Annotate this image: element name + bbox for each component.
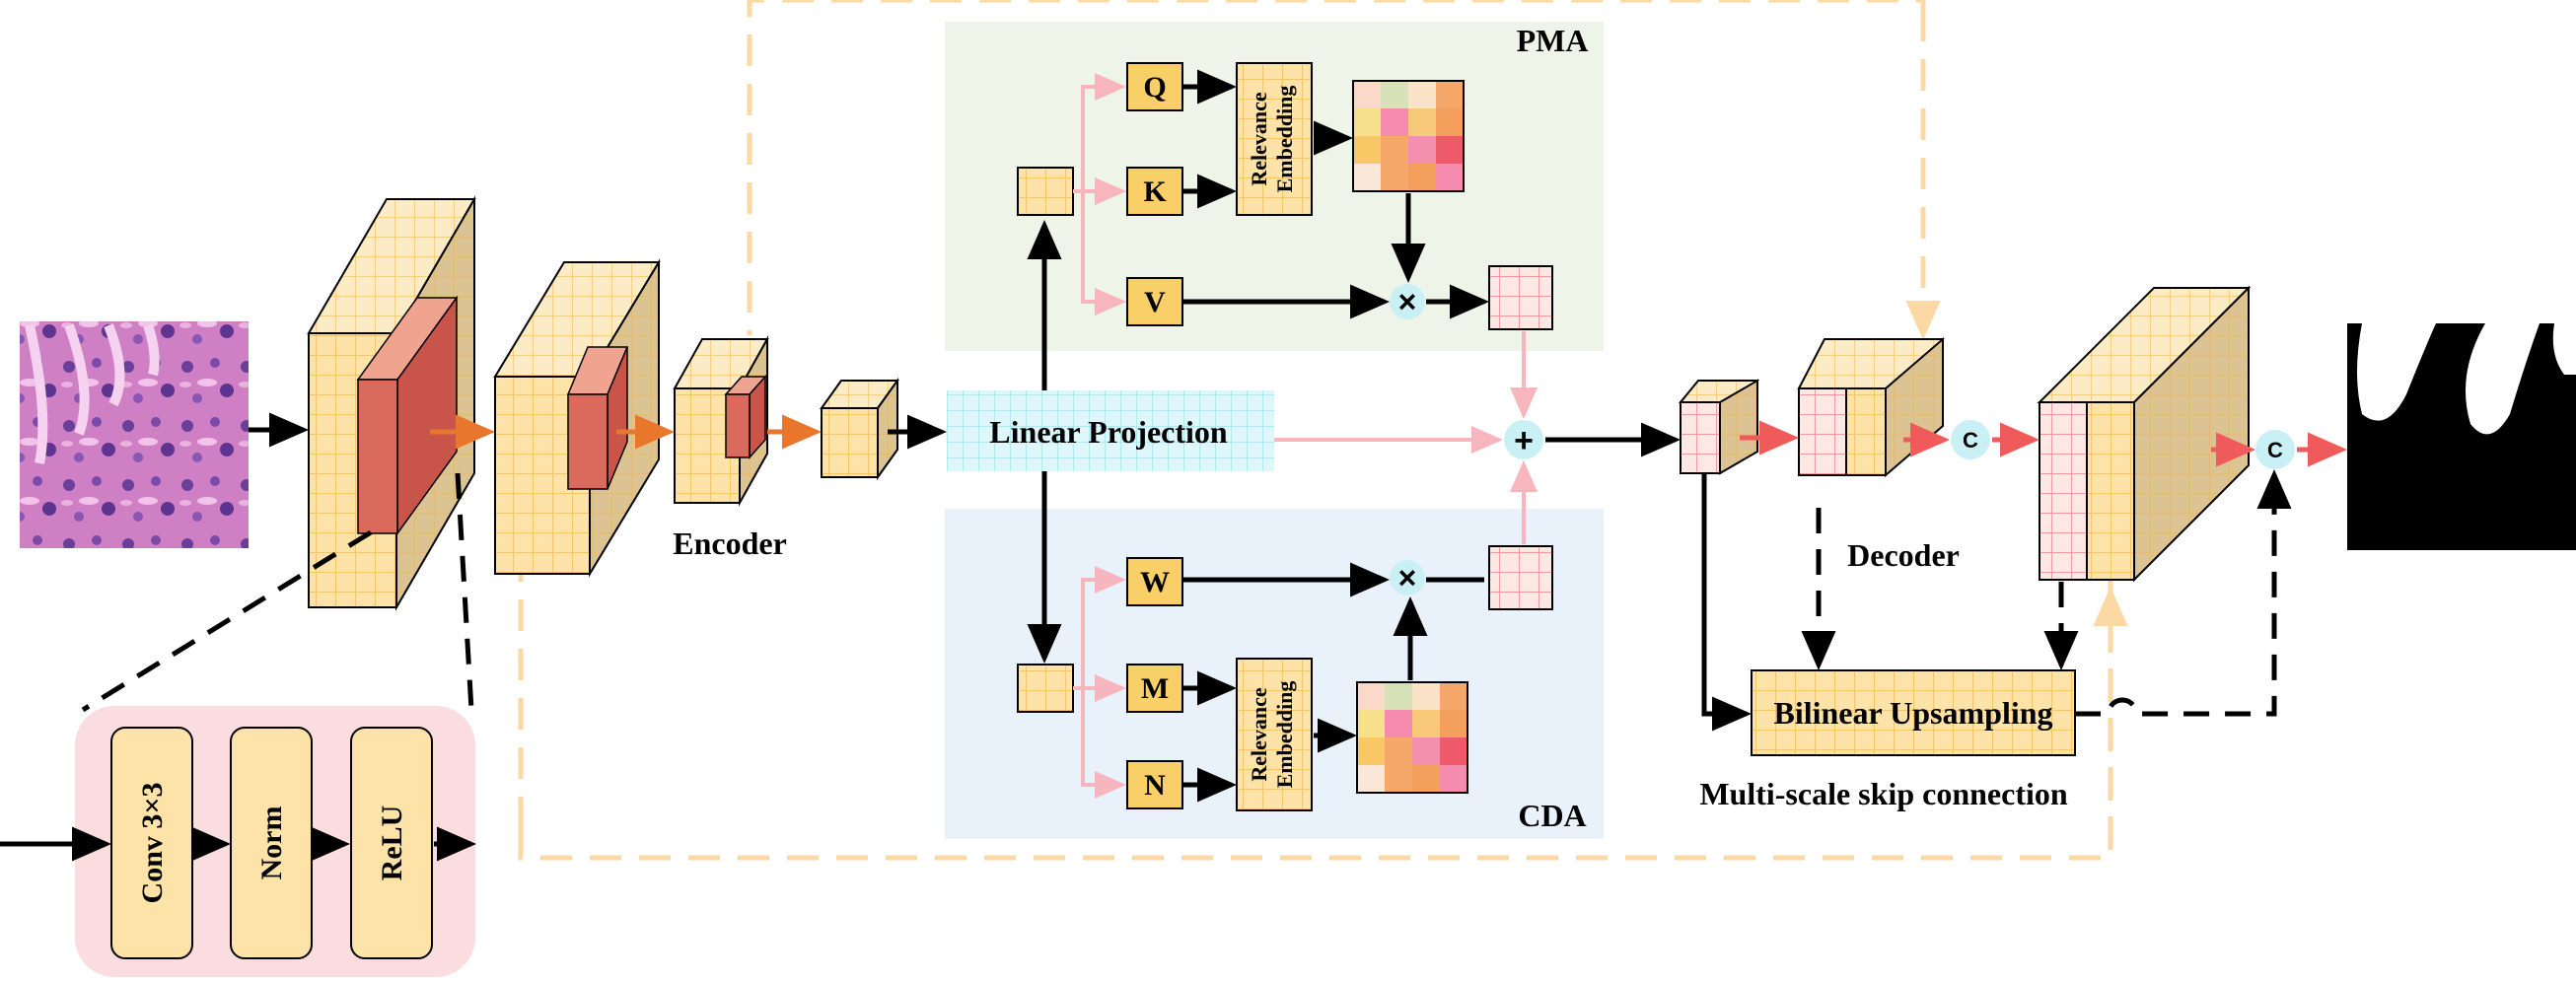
skip-dashed-arrows xyxy=(1801,469,2292,717)
decoder-red-arrows xyxy=(1740,420,2347,467)
pma-multiply-node xyxy=(1390,284,1425,319)
linear-projection-block xyxy=(947,390,1274,471)
mask-white-regions xyxy=(2357,323,2576,435)
decoder-label: Decoder xyxy=(1847,537,1960,573)
token-q-label: Q xyxy=(1143,71,1166,104)
pma-relevance-label: Relevance xyxy=(1247,92,1271,186)
main-labels: Encoder Decoder Linear Projection PMA CD… xyxy=(673,23,2068,833)
skip-connection-label: Multi-scale skip connection xyxy=(1699,776,2068,811)
token-boxes xyxy=(1126,62,1183,809)
token-v-label: V xyxy=(1144,286,1166,318)
token-m-box xyxy=(1126,664,1183,713)
relevance-embedding-labels: Relevance Embedding Relevance Embedding xyxy=(1247,86,1297,789)
concat-node-2 xyxy=(2255,430,2295,469)
encoder-label: Encoder xyxy=(673,526,787,561)
linear-projection-label: Linear Projection xyxy=(989,414,1228,450)
main-arrows xyxy=(249,69,1752,803)
encoder-block-1 xyxy=(307,195,476,611)
token-w-box xyxy=(1126,557,1183,606)
token-v-box xyxy=(1126,277,1183,326)
norm-layer-label: Norm xyxy=(255,806,288,880)
decoder-cube-large xyxy=(2037,285,2252,583)
operation-symbols: × × + C C xyxy=(1398,284,2283,596)
token-letters: Q K V W M N xyxy=(1140,71,1170,802)
attention-map-cda xyxy=(1356,681,1468,794)
token-q-box xyxy=(1126,62,1183,111)
decoder-cube-medium xyxy=(1797,336,1945,478)
attention-map-pma xyxy=(1352,80,1465,192)
cda-multiply-node xyxy=(1390,560,1425,596)
concat-node-1 xyxy=(1951,420,1990,459)
pma-token-square xyxy=(1017,167,1074,216)
relu-layer-box xyxy=(350,727,433,959)
concat-symbol-1: C xyxy=(1963,428,1978,453)
tissue-crypts xyxy=(25,323,160,464)
bilinear-upsampling-block xyxy=(1751,669,2076,756)
add-node xyxy=(1504,420,1543,459)
pma-output-square xyxy=(1488,265,1553,330)
token-k-box xyxy=(1126,167,1183,216)
cda-relevance-label: Relevance xyxy=(1247,687,1271,782)
token-n-label: N xyxy=(1144,769,1166,802)
cda-embedding-label: Embedding xyxy=(1272,681,1297,789)
tissue-image-icon xyxy=(20,321,249,548)
pma-multiply-symbol: × xyxy=(1398,284,1417,319)
concat-symbol-2: C xyxy=(2267,438,2283,462)
cda-output-square xyxy=(1488,545,1553,610)
encoder-detail-dashes xyxy=(81,472,474,713)
encoder-block-2 xyxy=(493,258,661,578)
bilinear-upsampling-label: Bilinear Upsampling xyxy=(1773,695,2052,731)
token-k-label: K xyxy=(1143,175,1167,208)
cda-multiply-symbol: × xyxy=(1398,560,1417,596)
token-w-label: W xyxy=(1140,566,1170,598)
token-n-box xyxy=(1126,760,1183,809)
add-symbol: + xyxy=(1514,422,1534,459)
pink-arrows xyxy=(1073,73,1538,799)
conv-layer-labels: Conv 3×3 Norm ReLU xyxy=(136,783,408,904)
pma-label: PMA xyxy=(1517,23,1589,58)
relevance-embedding-box-pma xyxy=(1236,62,1313,216)
relu-layer-label: ReLU xyxy=(376,806,408,881)
cda-label: CDA xyxy=(1518,798,1586,833)
encoder-block-3 xyxy=(673,335,769,507)
token-m-label: M xyxy=(1141,672,1169,705)
cda-token-square xyxy=(1017,664,1074,713)
decoder-cube-small xyxy=(1678,379,1760,475)
conv-layer-label: Conv 3×3 xyxy=(136,783,169,904)
pma-embedding-label: Embedding xyxy=(1272,86,1297,193)
encoder-block-4 xyxy=(820,377,899,481)
relevance-embedding-box-cda xyxy=(1236,658,1313,811)
